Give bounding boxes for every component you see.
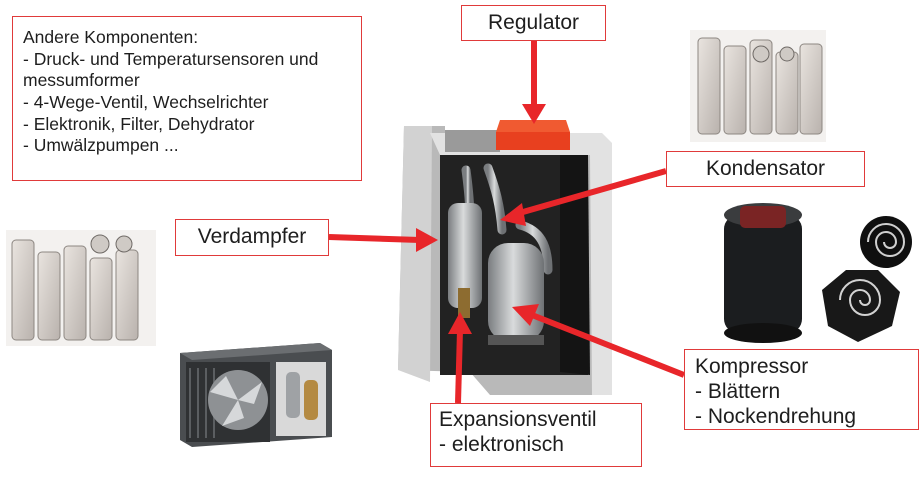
arrow-regulator <box>522 40 546 124</box>
plate-heat-exchanger-image-left <box>6 230 156 346</box>
arrow-kompressor <box>512 304 686 378</box>
other-components-title: Andere Komponenten: <box>23 27 199 47</box>
heat-pump-unit-image <box>398 120 612 395</box>
other-components-item: messumformer <box>23 70 140 91</box>
expansion-valve-line: - elektronisch <box>439 432 564 456</box>
scroll-compressor-image <box>724 203 912 343</box>
arrows <box>328 40 686 404</box>
kompressor-title: Kompressor <box>695 355 809 378</box>
verdampfer-text: Verdampfer <box>197 225 307 249</box>
kondensator-text: Kondensator <box>705 156 826 180</box>
arrow-verdampfer <box>328 228 438 252</box>
other-components-item: - 4-Wege-Ventil, Wechselrichter <box>23 92 269 113</box>
kompressor-line: - Nockendrehung <box>695 404 857 428</box>
other-components-item: - Elektronik, Filter, Dehydrator <box>23 113 255 134</box>
arrow-kondensator <box>500 168 667 226</box>
other-components-item: - Umwälzpumpen ... <box>23 135 179 156</box>
kompressor-label: Kompressor - Blättern - Nockendrehung <box>684 349 919 430</box>
regulator-text: Regulator <box>487 10 580 34</box>
kompressor-line: - Blättern <box>695 379 781 403</box>
plate-heat-exchanger-image-top <box>690 30 826 142</box>
arrow-expansion <box>448 312 472 404</box>
regulator-label: Regulator <box>461 5 606 41</box>
other-components-box: Andere Komponenten: - Druck- und Tempera… <box>12 16 362 181</box>
verdampfer-label: Verdampfer <box>175 219 329 256</box>
kondensator-label: Kondensator <box>666 151 865 187</box>
other-components-item: - Druck- und Temperatursensoren und <box>23 48 319 69</box>
expansion-valve-title: Expansionsventil <box>439 408 597 431</box>
outdoor-unit-image <box>180 343 332 447</box>
expansion-valve-label: Expansionsventil - elektronisch <box>430 403 642 467</box>
